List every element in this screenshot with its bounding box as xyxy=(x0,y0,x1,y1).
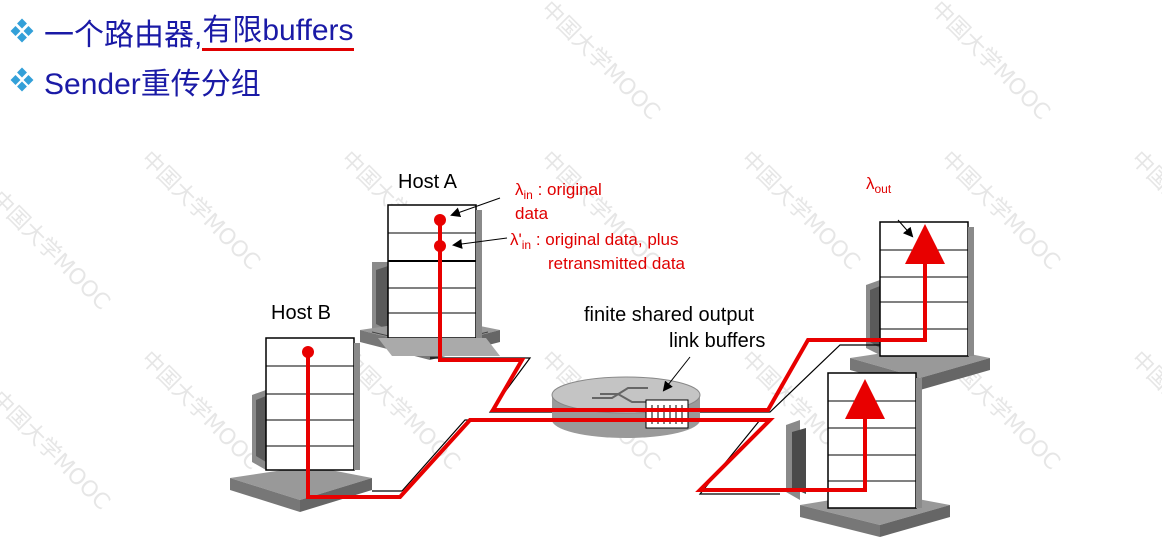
svg-text:中国大学MOOC: 中国大学MOOC xyxy=(536,0,665,125)
red-flow-paths xyxy=(306,220,945,499)
host-b-computer xyxy=(230,337,372,512)
host-d-computer xyxy=(786,372,950,537)
svg-text:中国大学MOOC: 中国大学MOOC xyxy=(1126,147,1162,276)
lambda-prime-in-label: λ'in : original data, plus retransmitted… xyxy=(510,230,686,273)
svg-text:中国大学MOOC: 中国大学MOOC xyxy=(736,147,865,276)
host-a-label: Host A xyxy=(398,171,458,193)
svg-text:中国大学MOOC: 中国大学MOOC xyxy=(136,347,265,476)
host-a-packet-dot-2 xyxy=(434,240,446,252)
svg-text:λout: λout xyxy=(866,174,892,196)
svg-text:中国大学MOOC: 中国大学MOOC xyxy=(1126,347,1162,476)
svg-text:中国大学MOOC: 中国大学MOOC xyxy=(926,0,1055,125)
lambda-out-label: λout xyxy=(866,174,892,196)
svg-text:中国大学MOOC: 中国大学MOOC xyxy=(0,187,114,316)
flow-host-b xyxy=(306,352,885,499)
lambda-in-label: λin : original data xyxy=(515,180,602,223)
router-label-line2: link buffers xyxy=(669,330,765,352)
output-buffer xyxy=(645,399,689,429)
bullet-item-router: 一个路由器, 有限buffers xyxy=(8,12,354,52)
host-b-packet-dot xyxy=(302,346,314,358)
diamond-bullet-icon xyxy=(10,18,34,43)
host-b-label: Host B xyxy=(271,302,331,324)
svg-text:λin : original: λin : original xyxy=(515,180,602,202)
svg-text:retransmitted data: retransmitted data xyxy=(548,254,686,273)
host-c-computer xyxy=(850,221,990,390)
router-label-line1: finite shared output xyxy=(584,304,755,326)
svg-text:data: data xyxy=(515,204,549,223)
host-a-packet-dot-1 xyxy=(434,214,446,226)
bullet-text: Sender重传分组 xyxy=(44,68,261,101)
host-a-computer xyxy=(360,204,500,360)
bullet-text-underlined: 有限buffers xyxy=(202,14,354,51)
svg-text:中国大学MOOC: 中国大学MOOC xyxy=(0,387,114,516)
bullet-text: 一个路由器, xyxy=(44,19,203,52)
svg-text:中国大学MOOC: 中国大学MOOC xyxy=(136,147,265,276)
bullet-item-retransmit: Sender重传分组 xyxy=(8,61,261,101)
diamond-bullet-icon xyxy=(10,67,34,92)
flow-host-a xyxy=(438,220,945,412)
svg-text:λ'in : original data, plus: λ'in : original data, plus xyxy=(510,230,679,252)
router xyxy=(551,376,701,438)
pointer-arrows xyxy=(450,197,914,392)
